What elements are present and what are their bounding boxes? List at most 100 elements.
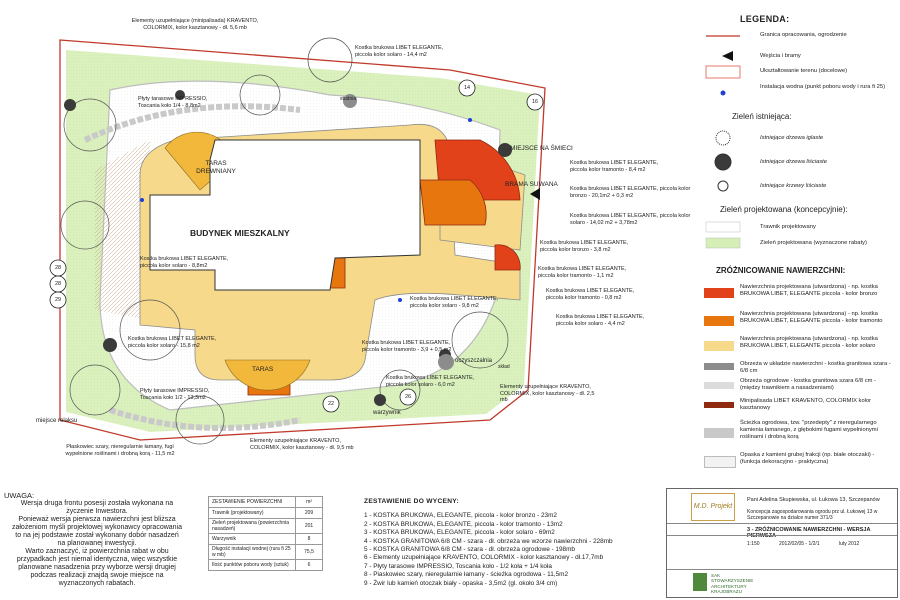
firm-logo: M.D. Projekt [691,493,735,521]
legend-surface: Nawierzchnia projektowana (utwardzona) -… [740,284,878,297]
legend-swatch-palisade [704,402,734,408]
plan-annotation: Kostka brukowa LIBET ELEGANTE, piccola k… [386,375,475,388]
cost-summary: ZESTAWIENIE DO WYCENY: 1 - KOSTKA BRUKOW… [364,498,664,588]
legend-swatch-tramonto [704,316,734,326]
legend-terrain-rect [705,65,741,79]
legend-lawn-sw [705,221,741,233]
well-label: studnia [340,96,357,102]
table-cell: Długość instalacji wodnej (rura fi 25 w … [208,544,296,560]
legend-surface: Nawierzchnia projektowana (utwardzona) -… [740,311,883,324]
notes-line: Ponieważ wersja pierwsza nawierzchni jes… [18,516,176,523]
table-cell: Trawnik (projektowany) [208,507,296,519]
plan-annotation: Kostka brukowa LIBET ELEGANTE, piccola k… [570,160,659,173]
plan-annotation: Kostka brukowa LIBET ELEGANTE, piccola k… [540,240,629,253]
building [149,139,421,291]
trees [60,37,509,445]
cost-line: 1 - KOSTKA BRUKOWA, ELEGANTE, piccola - … [364,512,557,520]
legend-item: Wejścia i bramy [760,53,801,59]
legend-tree-symbols [714,130,732,192]
plan-annotation: Elementy uzupełniające KRAVENTO, COLORMI… [250,438,354,451]
water-points [140,118,472,302]
legend-swatch-garden-edge [704,382,734,389]
cost-line: 7 - Płyty tarasowe IMPRESSIO, Toscania k… [364,562,552,570]
plan-annotation: Kostka brukowa LIBET ELEGANTE, piccola k… [410,296,499,309]
scale-value: 1:150 [747,541,760,547]
notes-line: Warto zaznaczyć, iż powierzchnia rabat w… [25,548,169,555]
table-cell: Warzywnik [208,533,296,545]
tree-number: 28 [55,265,62,271]
title-block: M.D. Projekt Pani Adelina Skupiewska, ul… [666,488,898,598]
well-symbol [343,94,357,108]
terrain-hatch [95,140,150,320]
plan-annotation: Kostka brukowa LIBET ELEGANTE, piccola k… [570,213,691,226]
vegetable-garden-label: warzywnik [373,410,401,416]
legend-surface: Ścieżka ogrodowa, tzw. "przedepty" z nie… [740,420,878,440]
legend-existing: Istniejące drzewa iglaste [760,135,824,141]
legend-surface: Minipalisada LIBET KRAVENTO, COLORMIX ko… [740,398,872,411]
table-cell: 75,5 [295,544,323,560]
legend-swatch-solaro [704,341,734,351]
legend-surface: Opaska z kamieni grubej frakcji (np. bia… [740,452,875,465]
plan-annotation: Kostka brukowa LIBET ELEGANTE, piccola k… [128,336,217,349]
notes-title: UWAGA: [4,491,35,500]
investor-text: Pani Adelina Skupiewska, ul. Łukowa 13, … [747,497,880,503]
garden-path [109,407,301,431]
table-cell: 209 [295,507,323,519]
tree-number-circles [49,79,544,413]
legend-swatch-pebbles [704,456,736,468]
garden-path [83,103,301,143]
plan-annotation: Kostka brukowa LIBET ELEGANTE, piccola k… [546,288,635,301]
notes-line: przypadkach jest niemal identyczna, więc… [16,556,178,563]
legend-surface: Obrzeża ogrodowe - kostka granitowa szar… [740,378,876,391]
paving-tramonto [419,179,487,226]
table-row: Ilość punktów poboru wody (sztuk)6 [208,559,323,571]
legend-surface: Nawierzchnia projektowana (utwardzona) -… [740,336,878,349]
legend-planting-sw [705,237,741,249]
tree-number: 28 [55,281,62,287]
table-cell: 6 [295,559,323,571]
legend-existing: Istniejące drzewa liściaste [760,159,828,165]
surfaces-title: ZRÓŻNICOWANIE NAWIERZCHNI: [716,266,846,275]
tree-number: 29 [55,297,62,303]
legend-gate-triangle [722,51,733,61]
notes-line: Wersja druga frontu posesji została wyko… [20,500,174,507]
table-header: ZESTAWIENIE POWIERZCHNI [208,496,296,508]
drawing-title: 3 - ZRÓŻNICOWANIE NAWIERZCHNI - WERSJA P… [747,527,871,539]
plan-annotation: Kostka brukowa LIBET ELEGANTE, piccola k… [140,256,229,269]
legend-item: Granica opracowania, ogrodzenie [760,32,847,38]
notes-line: wyznaczonych rabatach. [58,580,136,587]
cost-line: 2 - KOSTKA BRUKOWA, ELEGANTE, piccola - … [364,520,563,528]
cost-summary-title: ZESTAWIENIE DO WYCENY: [364,498,460,505]
cost-line: 3 - KOSTKA BRUKOWA, ELEGANTE, piccola - … [364,529,555,537]
tree-number: 22 [328,401,335,407]
cost-line: 6 - Elementy uzupełniające KRAVENTO, COL… [364,554,604,562]
existing-green-title: Zieleń istniejąca: [732,112,792,121]
plan-annotation: Kostka brukowa LIBET ELEGANTE, piccola k… [538,266,627,279]
tree-number: 14 [464,85,471,91]
tree-number: 16 [532,99,539,105]
terrace-bottom [224,359,311,391]
cost-line: 9 - Żwir lub kamień otoczak biały - opas… [364,579,558,587]
table-cell: Ilość punktów poboru wody (sztuk) [208,559,296,571]
septic-label: oczyszczalnia [455,358,493,364]
legend-water-dot [720,90,726,96]
association-logo [693,573,707,591]
association-name: SAK STOWARZYSZENIE ARCHITEKTURY KRAJOBRA… [711,573,754,595]
trash-label: MIEJSCE NA ŚMIECI [510,145,573,152]
table-header: m² [295,496,323,508]
plan-annotation: Elementy uzupełniające KRAVENTO, COLORMI… [500,384,595,403]
terrace-top-label: TARAS DREWNIANY [196,160,236,175]
building-label: BUDYNEK MIESZKALNY [190,228,290,238]
notes-line: planowane nasadzenia przy wyborze wersji… [18,564,176,571]
tree-number: 26 [405,394,412,400]
terrace-bottom-label: TARAS [252,366,274,373]
notes-line: podczas realizacji znajdą swoje miejsce … [30,572,164,579]
notes-line: to na jej podstawie został wykonany dobó… [15,532,179,539]
cost-line: 4 - KOSTKA GRANITOWA 6/8 CM - szara - dł… [364,537,613,545]
notes-line: na planowanej inwestycji. [57,540,137,547]
plan-annotation: Kostka brukowa LIBET ELEGANTE, piccola k… [570,186,691,199]
